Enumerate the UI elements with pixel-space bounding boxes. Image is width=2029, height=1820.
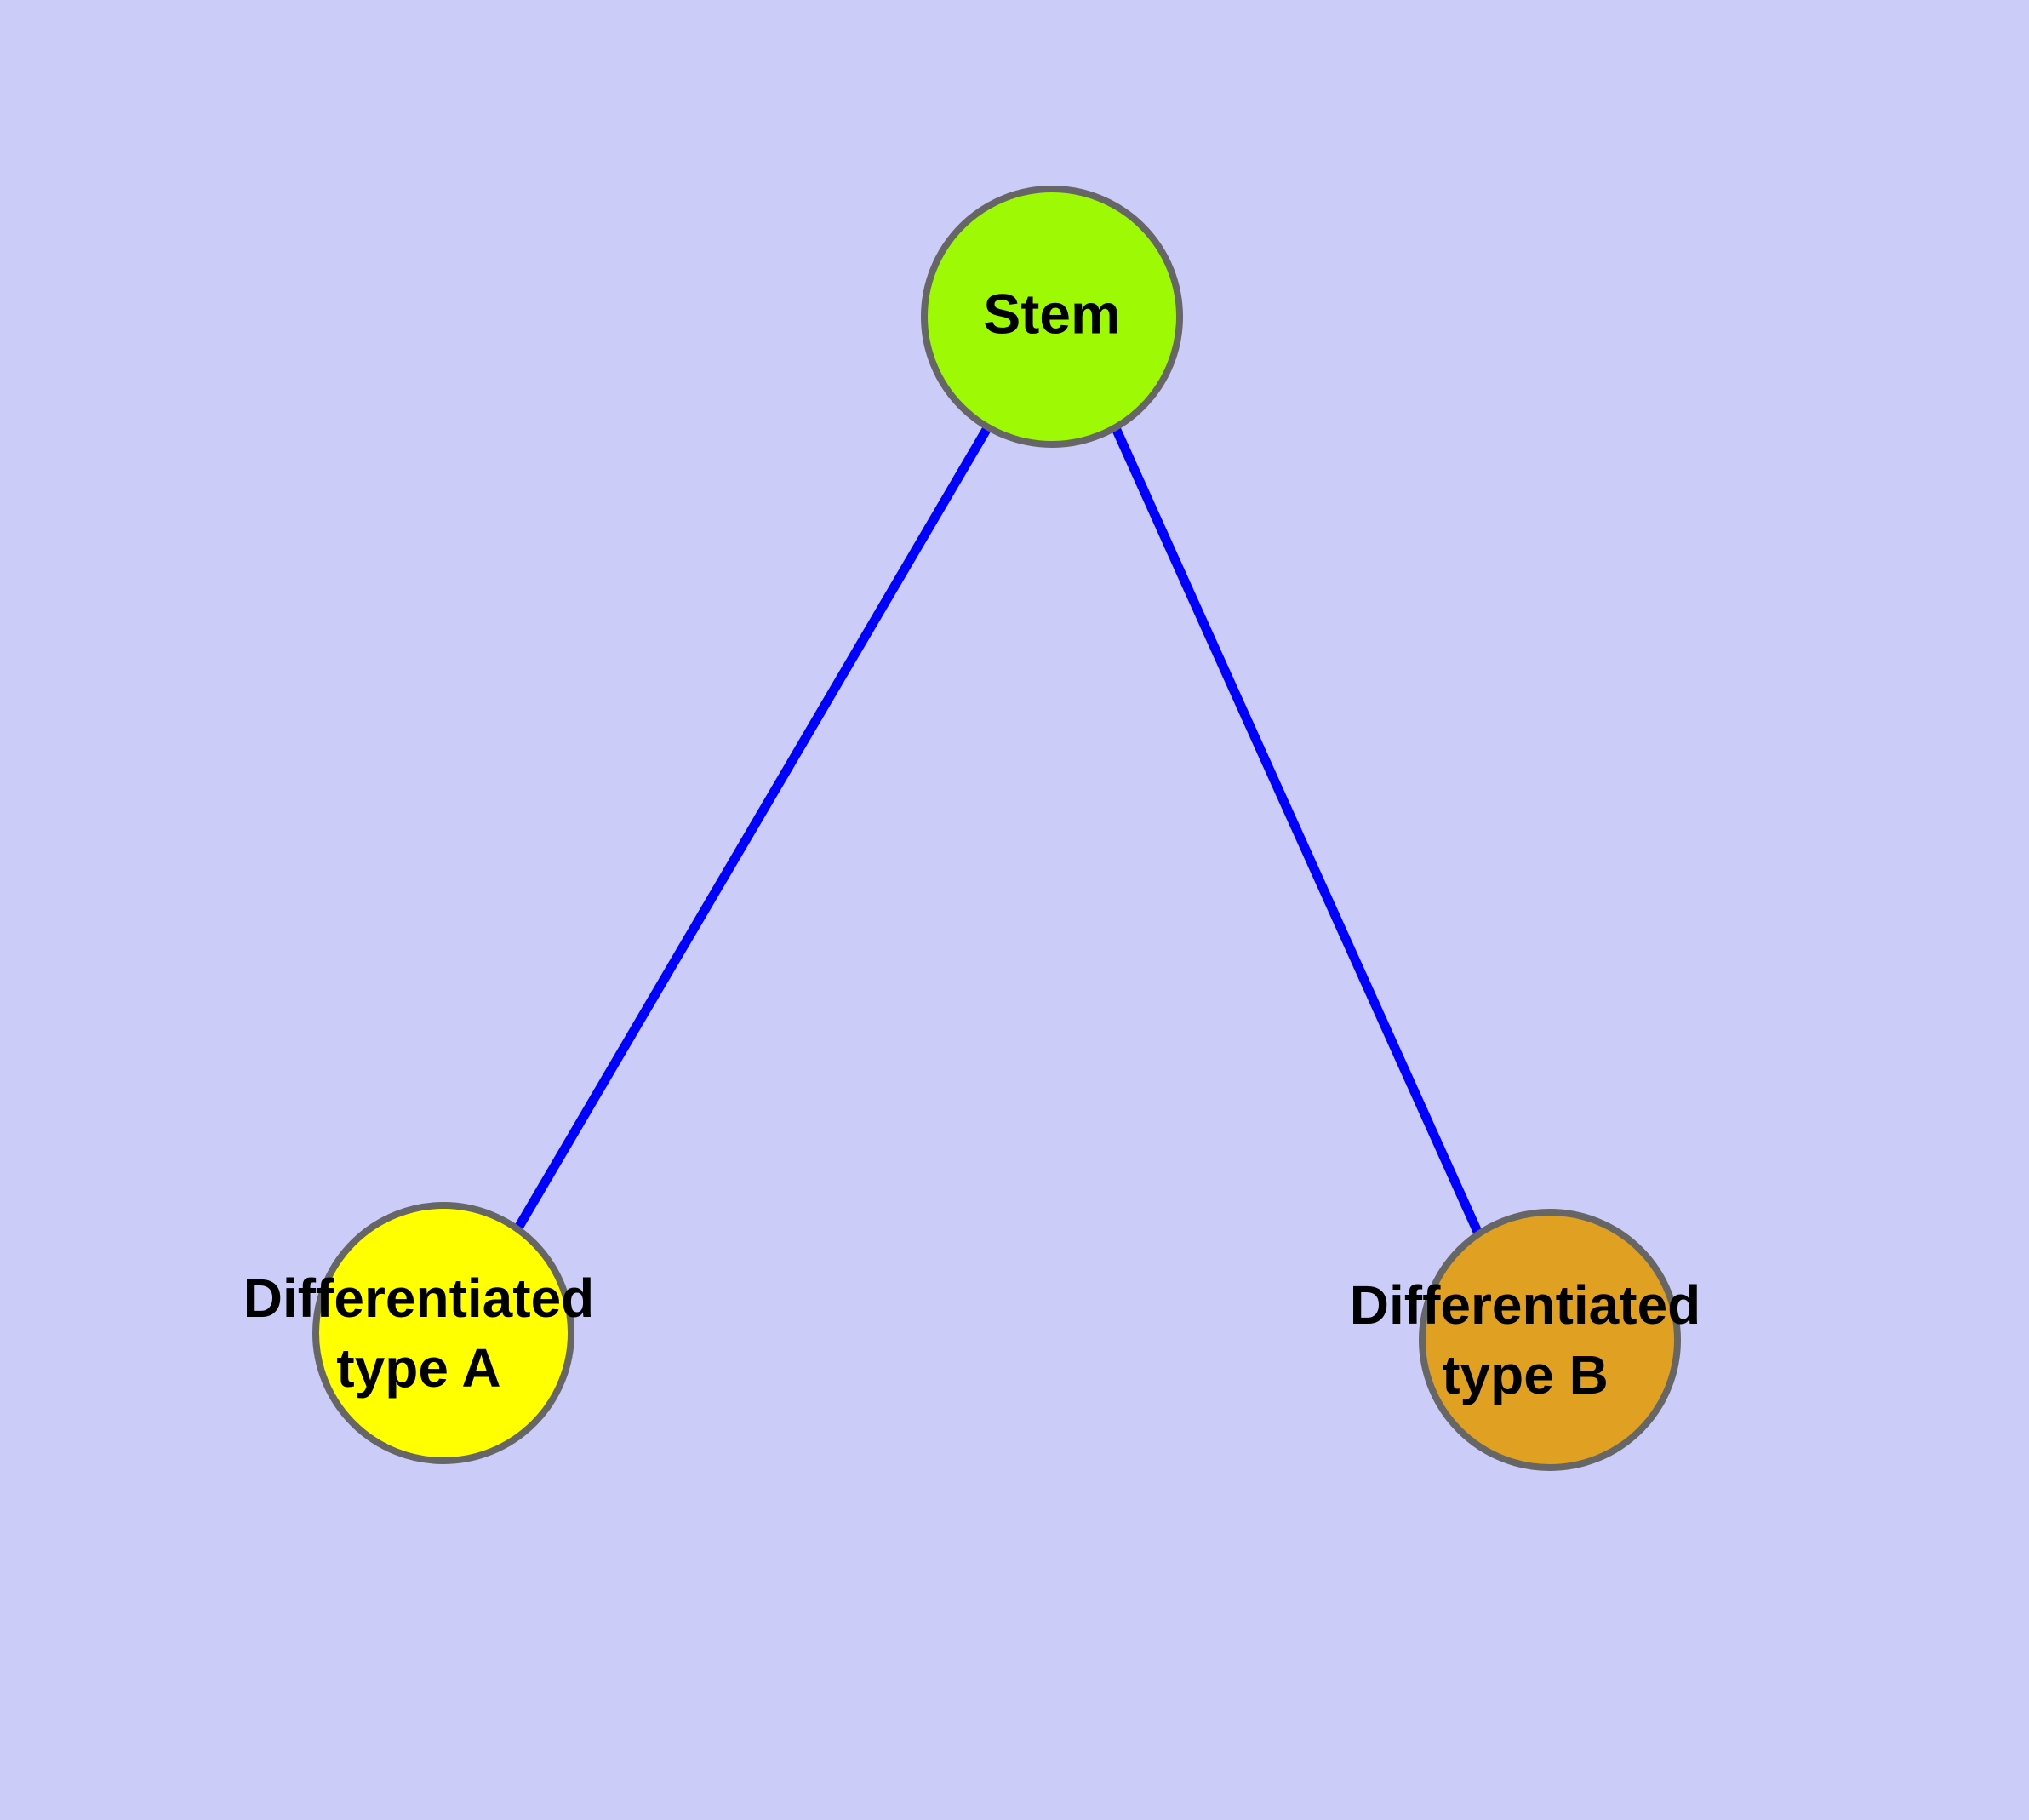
edge-stem-to-diff-b[interactable] (1111, 426, 1483, 1236)
node-diff-b[interactable] (1419, 1209, 1681, 1471)
edges-layer (513, 426, 1483, 1236)
node-diff-a[interactable] (312, 1202, 574, 1464)
node-label-diff-b: Differentiated type B (1350, 1274, 1701, 1405)
node-label-diff-b-line2: type B (1442, 1344, 1609, 1405)
edge-stem-to-diff-a[interactable] (513, 426, 992, 1232)
labels-layer: Stem Differentiated type A Differentiate… (243, 282, 1701, 1405)
node-label-stem: Stem (983, 282, 1120, 345)
node-label-diff-b-line1: Differentiated (1350, 1274, 1701, 1336)
node-label-diff-a: Differentiated type A (243, 1268, 595, 1399)
node-label-diff-a-line2: type A (336, 1337, 500, 1399)
nodes-layer (312, 186, 1681, 1471)
node-label-diff-a-line1: Differentiated (243, 1268, 595, 1329)
node-stem[interactable] (921, 186, 1183, 448)
